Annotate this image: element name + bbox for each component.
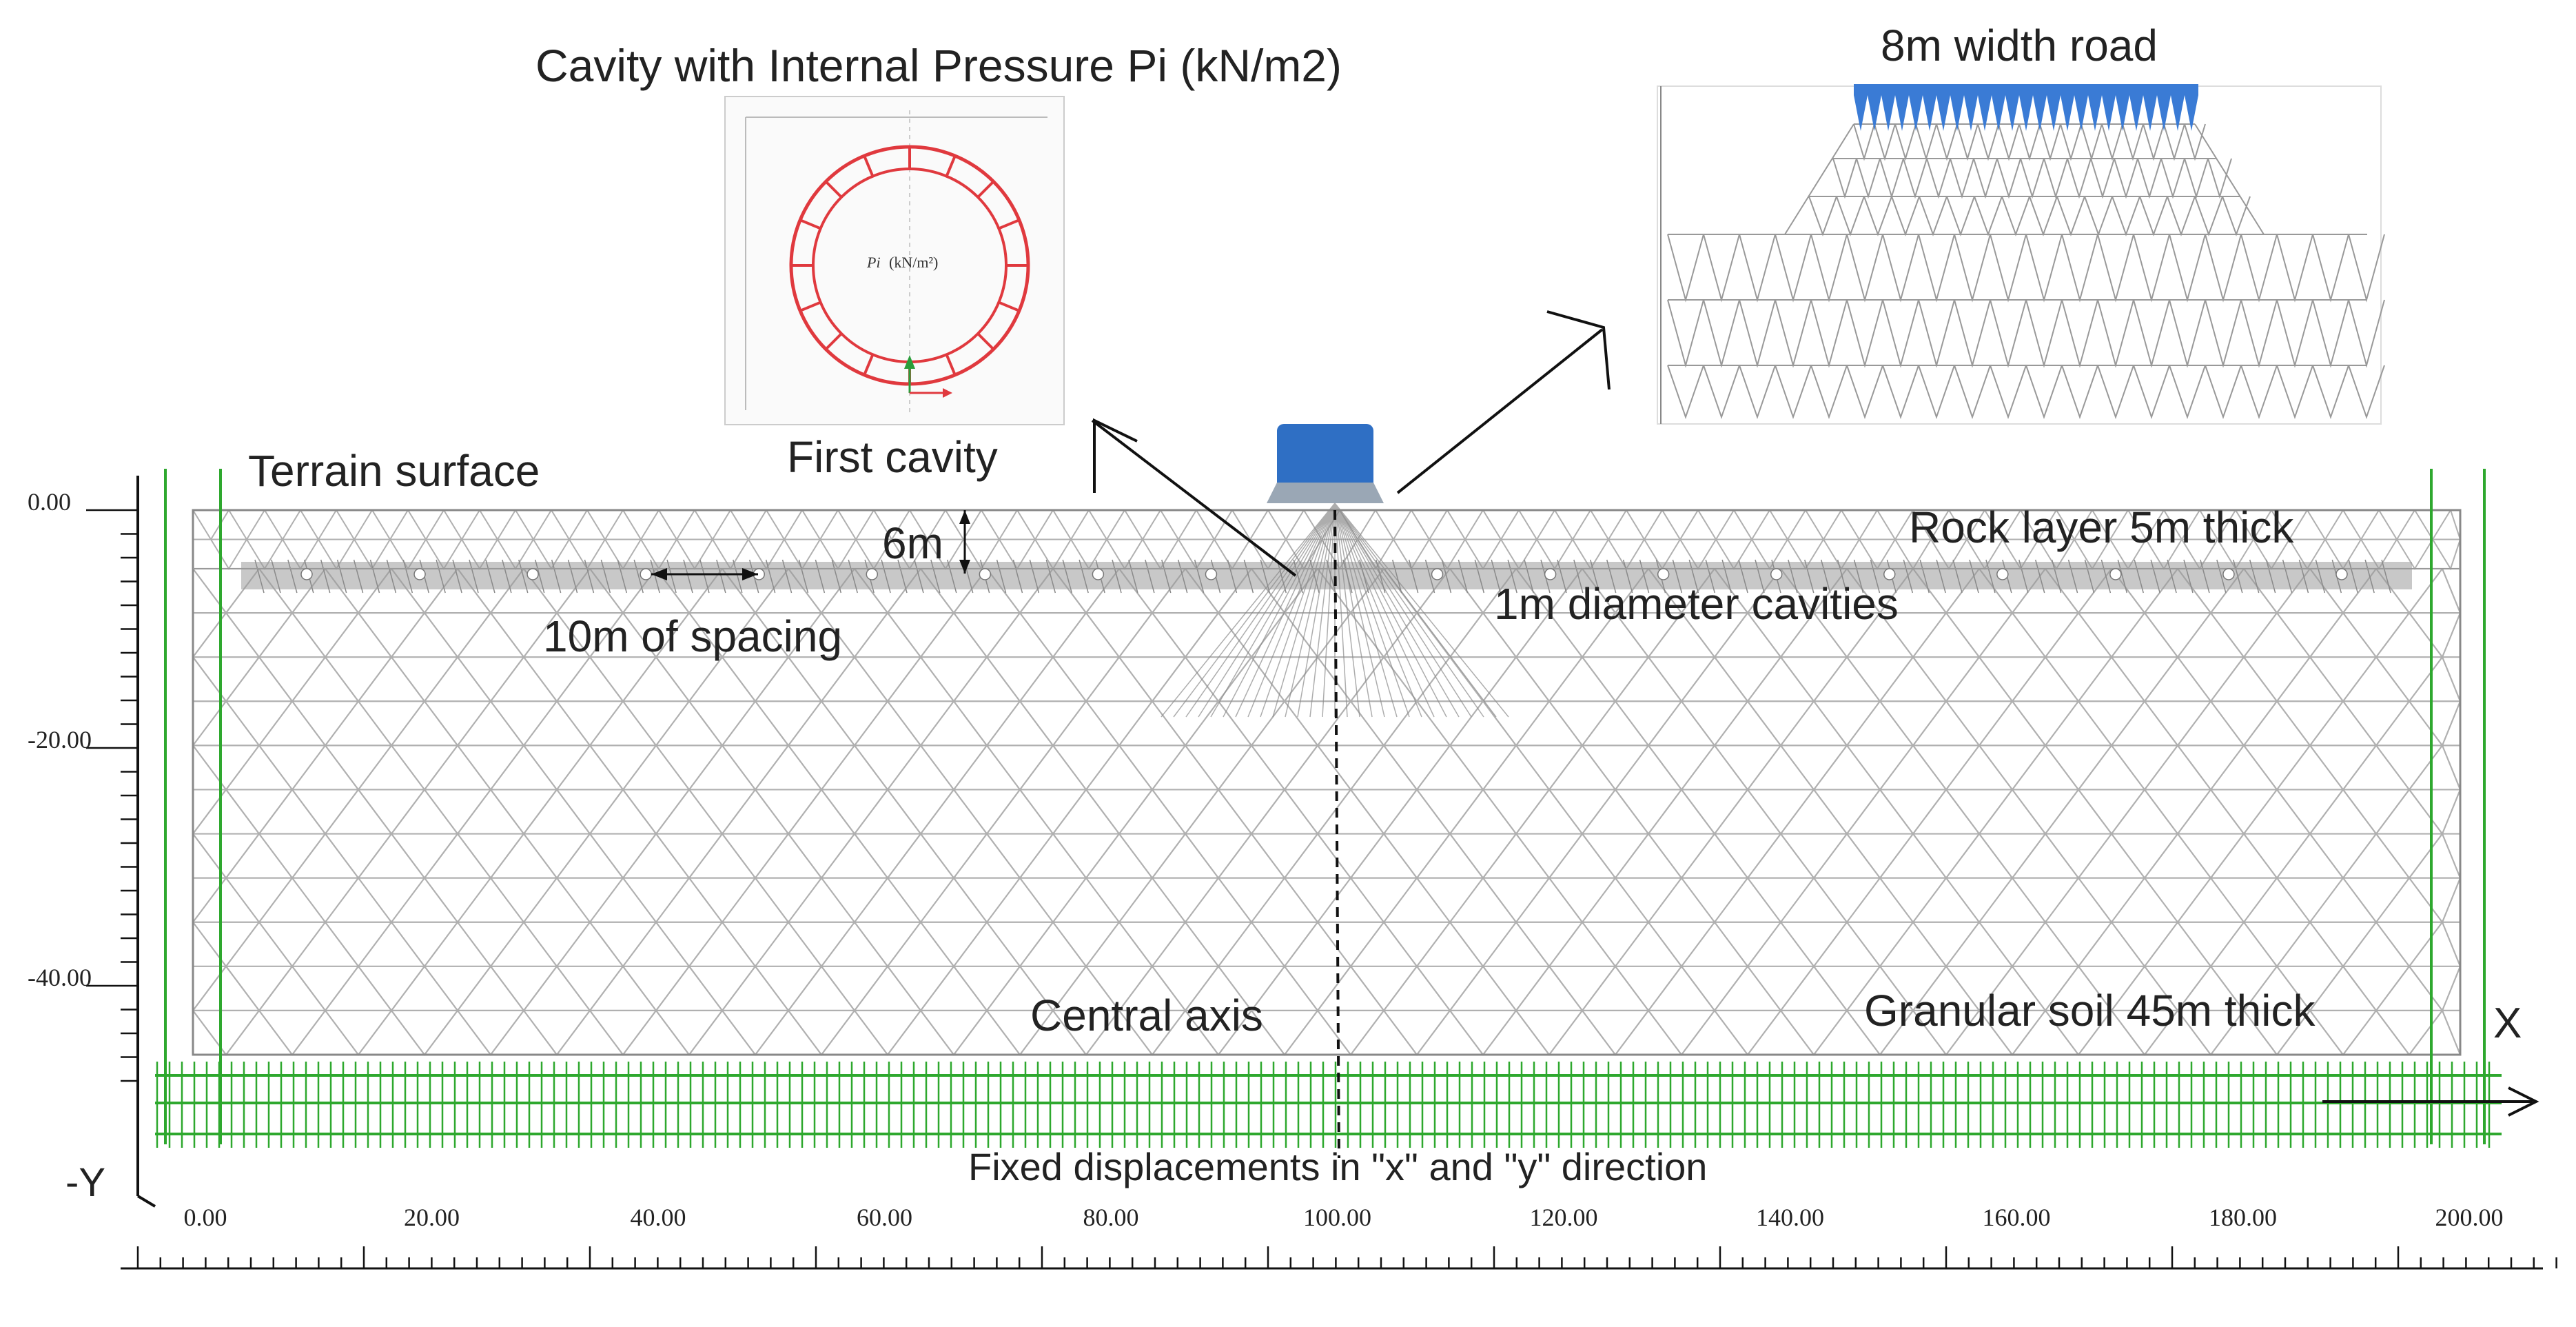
road-load-arrow [2143,95,2157,131]
fixed-displacements-label: Fixed displacements in "x" and "y" direc… [968,1145,1707,1188]
road-title: 8m width road [1881,21,2158,70]
y-axis-ticks [86,509,138,1082]
road-inset-mesh [1667,123,2385,420]
road-pointer-line [1396,328,1604,494]
road-load-arrow [1881,95,1895,131]
x-tick-label: 60.00 [857,1204,912,1231]
dense-band-mesh [254,559,2391,594]
cavity [1431,568,1444,580]
y-tick-labels: 0.00 -20.00 -40.00 [28,488,92,991]
central-axis-label: Central axis [1030,991,1263,1040]
first-cavity-pointer [1093,418,1138,493]
road-load-arrow [2116,95,2129,131]
granular-soil-label: Granular soil 45m thick [1864,986,2316,1035]
road-load-arrow [2074,95,2088,131]
road-block [1267,424,1384,503]
six-m-label: 6m [882,518,943,568]
road-pointer-arrowhead [1546,310,1611,390]
road-load-arrow [2047,95,2061,131]
road-load-arrow [2033,95,2047,131]
pi-unit: (kN/m²) [889,254,938,271]
road-load-arrow [1978,95,1992,131]
x-tick-labels: 0.00 20.00 40.00 60.00 80.00 100.00 120.00 140.… [184,1204,2504,1231]
cavity [1544,568,1557,580]
x-axis-ticks [136,1246,2557,1268]
road-inset [1657,84,2385,425]
x-tick-label: 160.00 [1983,1204,2051,1231]
y-tick-label: 0.00 [28,488,71,516]
first-cavity-pointer-diagonal [1091,419,1297,577]
road-load-arrow [1950,95,1964,131]
x-tick-label: 120.00 [1530,1204,1598,1231]
road-load-arrow [2019,95,2033,131]
central-axis-line [1333,509,1340,1159]
cavity [866,568,879,580]
x-tick-label: 0.00 [184,1204,227,1231]
x-tick-label: 180.00 [2209,1204,2277,1231]
y-tick-label: -20.00 [28,726,92,753]
x-tick-label: 200.00 [2435,1204,2504,1231]
road-load-arrow [1909,95,1923,131]
x-tick-label: 80.00 [1083,1204,1139,1231]
x-tick-label: 20.00 [404,1204,460,1231]
cavity [2222,568,2235,580]
cavity-title: Cavity with Internal Pressure Pi (kN/m2) [535,40,1342,91]
pi-label: Pi [866,254,881,271]
cavity [413,568,426,580]
cavity [527,568,539,580]
y-tick-label: -40.00 [28,964,92,991]
x-axis-label: X [2493,1000,2522,1047]
cavity [2335,568,2348,580]
boundary-conditions [155,469,2502,1148]
road-load-arrow [1992,95,2005,131]
road-load-arrow [1854,95,1868,131]
road-load-bar [1854,84,2198,95]
spacing-label: 10m of spacing [543,611,842,661]
road-load-arrow [2088,95,2102,131]
cavity [1883,568,1896,580]
rock-layer-label: Rock layer 5m thick [1909,503,2294,552]
cavity [2109,568,2122,580]
dense-mesh-band [241,503,2412,718]
road-load-arrow [1936,95,1950,131]
road-load-arrow [2005,95,2019,131]
cavity [300,568,313,580]
x-tick-label: 140.00 [1756,1204,1824,1231]
cavity [1770,568,1783,580]
y-axis-label: -Y [65,1160,105,1205]
cavity [1996,568,2009,580]
cavity-inset: Pi (kN/m²) [724,96,1065,425]
cavity [1092,568,1105,580]
road-load-arrow [2129,95,2143,131]
road-load-arrow [2185,95,2198,131]
cavity [640,568,652,580]
axes [86,476,2557,1270]
fixed-support-ticks [156,1062,2491,1148]
road-load-arrow [2171,95,2185,131]
road-load-arrow [1964,95,1978,131]
finite-element-mesh [192,509,2462,1056]
central-fan-mesh [1161,503,1509,718]
cavities-row [300,568,2348,580]
road-load-arrow [1895,95,1909,131]
road-load-arrow [1868,95,1881,131]
x-tick-label: 100.00 [1303,1204,1371,1231]
x-tick-label: 40.00 [631,1204,686,1231]
road-load-arrow [2061,95,2074,131]
model-outline [192,509,2462,1056]
cavity [1657,568,1670,580]
cavity [979,568,992,580]
terrain-surface-label: Terrain surface [248,446,540,496]
road-load-arrow [2102,95,2116,131]
road-load-arrow [1923,95,1936,131]
cavities-label: 1m diameter cavities [1494,579,1899,629]
road-load-arrow [2157,95,2171,131]
road-load-arrows [1854,84,2198,131]
first-cavity-label: First cavity [787,432,998,482]
cavity [1205,568,1218,580]
